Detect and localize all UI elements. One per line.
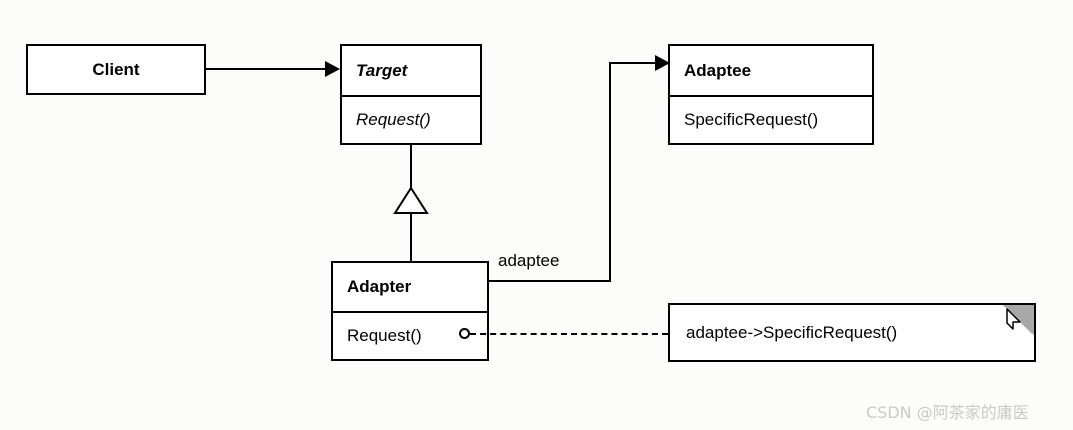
class-name-adaptee: Adaptee bbox=[684, 60, 752, 80]
uml-note-text: adaptee->SpecificRequest() bbox=[686, 322, 898, 342]
dependency-dashed-line bbox=[470, 333, 668, 335]
generalization-line-upper bbox=[410, 145, 412, 190]
class-operation-target-request: Request() bbox=[342, 95, 480, 143]
arrowhead-adapter-adaptee bbox=[655, 55, 670, 71]
class-name-target: Target bbox=[356, 60, 408, 80]
class-box-target[interactable]: Target Request() bbox=[340, 44, 482, 145]
arrowhead-client-target bbox=[325, 61, 340, 77]
dependency-circle-terminator bbox=[459, 328, 470, 339]
association-line-adapter-adaptee-vertical bbox=[609, 62, 611, 282]
class-box-adaptee[interactable]: Adaptee SpecificRequest() bbox=[668, 44, 874, 145]
association-role-label-adaptee: adaptee bbox=[496, 251, 562, 271]
class-name-adapter: Adapter bbox=[347, 277, 412, 296]
class-name-client: Client bbox=[92, 59, 140, 79]
note-fold-cursor-icon bbox=[1003, 305, 1032, 334]
class-box-client[interactable]: Client bbox=[26, 44, 206, 95]
class-operation-adaptee-specificrequest: SpecificRequest() bbox=[670, 95, 872, 143]
association-line-adapter-adaptee-top bbox=[609, 62, 661, 64]
association-line-client-target bbox=[206, 68, 328, 70]
uml-note-box[interactable]: adaptee->SpecificRequest() bbox=[668, 303, 1036, 362]
generalization-line-lower bbox=[410, 212, 412, 262]
class-operation-adapter-request: Request() bbox=[333, 311, 487, 359]
class-box-adapter[interactable]: Adapter Request() bbox=[331, 261, 489, 361]
association-line-adapter-adaptee-bottom bbox=[489, 280, 611, 282]
watermark-text: CSDN @阿茶家的庸医 bbox=[866, 403, 1029, 422]
